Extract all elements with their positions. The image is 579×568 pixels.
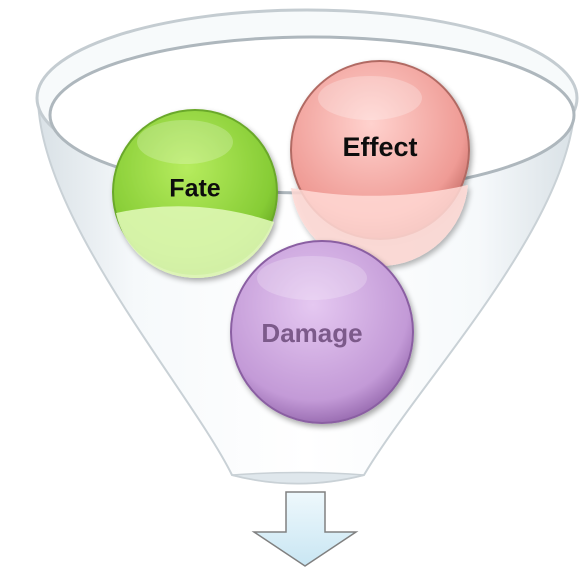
circle-label-fate: Fate bbox=[169, 175, 221, 203]
circle-damage: Damage bbox=[231, 241, 413, 423]
down-arrow-icon bbox=[254, 492, 356, 566]
circle-label-effect: Effect bbox=[342, 132, 417, 162]
circle-fate: Fate bbox=[113, 110, 277, 278]
funnel-spout bbox=[232, 473, 364, 484]
circle-effect: Effect bbox=[291, 61, 469, 266]
circle-label-damage: Damage bbox=[261, 318, 362, 348]
